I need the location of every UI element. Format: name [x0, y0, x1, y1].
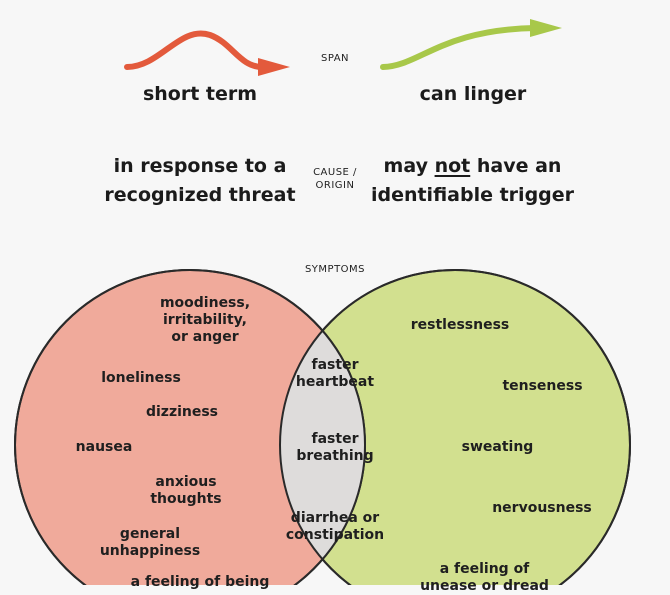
- symptom-restlessness: restlessness: [400, 317, 520, 334]
- stress-cause: in response to a recognized threat: [95, 152, 305, 210]
- anxiety-cause-may: may: [383, 155, 435, 177]
- symptom-faster-heartbeat: faster heartbeat: [275, 357, 395, 391]
- symptom-line: anxious: [155, 474, 217, 490]
- symptom-line: restlessness: [410, 317, 510, 333]
- symptom-line: moodiness,: [159, 295, 251, 311]
- symptom-tenseness: tenseness: [490, 378, 595, 395]
- symptom-line: sweating: [461, 439, 534, 455]
- symptom-line: loneliness: [101, 370, 181, 386]
- stress-cause-line1: in response to a: [113, 155, 287, 177]
- symptom-line: faster: [311, 357, 359, 373]
- symptom-sweating: sweating: [450, 439, 545, 456]
- short-term-arrow-icon: [124, 30, 265, 70]
- symptom-diarrhea-constipation: diarrhea or constipation: [270, 510, 400, 544]
- symptom-loneliness: loneliness: [86, 370, 196, 387]
- cause-label-line1: CAUSE /: [313, 167, 357, 178]
- symptom-line: nausea: [75, 439, 133, 455]
- anxiety-cause-have-an: have an: [470, 155, 562, 177]
- anxiety-cause-line2: identifiable trigger: [365, 181, 580, 210]
- can-linger-arrow-icon: [380, 25, 538, 70]
- symptom-nervousness: nervousness: [482, 500, 602, 517]
- symptom-line: diarrhea or: [290, 510, 380, 526]
- symptom-feeling-of-being: a feeling of being: [120, 574, 280, 591]
- symptoms-label: SYMPTOMS: [304, 264, 366, 275]
- symptom-line: dizziness: [145, 404, 219, 420]
- symptom-unease-or-dread: a feeling of unease or dread: [417, 561, 552, 595]
- symptom-line: general: [119, 526, 181, 542]
- short-term-arrowhead-icon: [258, 58, 290, 76]
- symptom-line: thoughts: [150, 491, 222, 507]
- symptom-line: tenseness: [502, 378, 583, 394]
- symptom-faster-breathing: faster breathing: [275, 431, 395, 465]
- symptom-line: breathing: [296, 448, 374, 464]
- symptom-line: a feeling of being: [130, 574, 270, 590]
- symptom-anxious-thoughts: anxious thoughts: [131, 474, 241, 508]
- span-label: SPAN: [320, 53, 350, 64]
- symptom-dizziness: dizziness: [132, 404, 232, 421]
- symptom-line: unease or dread: [420, 578, 549, 594]
- cause-origin-label: CAUSE / ORIGIN: [300, 166, 370, 192]
- stress-cause-line2: recognized threat: [104, 184, 296, 206]
- can-linger-label: can linger: [419, 83, 527, 105]
- symptom-line: a feeling of: [439, 561, 530, 577]
- anxiety-cause-line1: may not have an: [365, 152, 580, 181]
- symptom-line: heartbeat: [295, 374, 375, 390]
- symptom-general-unhappiness: general unhappiness: [90, 526, 210, 560]
- symptom-line: nervousness: [492, 500, 592, 516]
- anxiety-cause: may not have an identifiable trigger: [365, 152, 580, 210]
- anxiety-circle-outline: [279, 269, 631, 585]
- short-term-label: short term: [142, 83, 258, 105]
- anxiety-cause-identifiable: identifiable: [370, 184, 493, 206]
- symptom-line: faster: [311, 431, 359, 447]
- cause-label-line2: ORIGIN: [315, 180, 355, 191]
- symptom-line: constipation: [285, 527, 385, 543]
- symptom-line: irritability,: [162, 312, 247, 328]
- symptom-line: or anger: [171, 329, 239, 345]
- anxiety-cause-trigger: trigger: [492, 184, 575, 206]
- symptom-line: unhappiness: [99, 543, 201, 559]
- can-linger-arrowhead-icon: [530, 19, 562, 37]
- symptom-nausea: nausea: [64, 439, 144, 456]
- anxiety-cause-not: not: [434, 155, 471, 177]
- stress-circle-outline: [14, 269, 366, 585]
- symptom-moodiness: moodiness, irritability, or anger: [140, 295, 270, 346]
